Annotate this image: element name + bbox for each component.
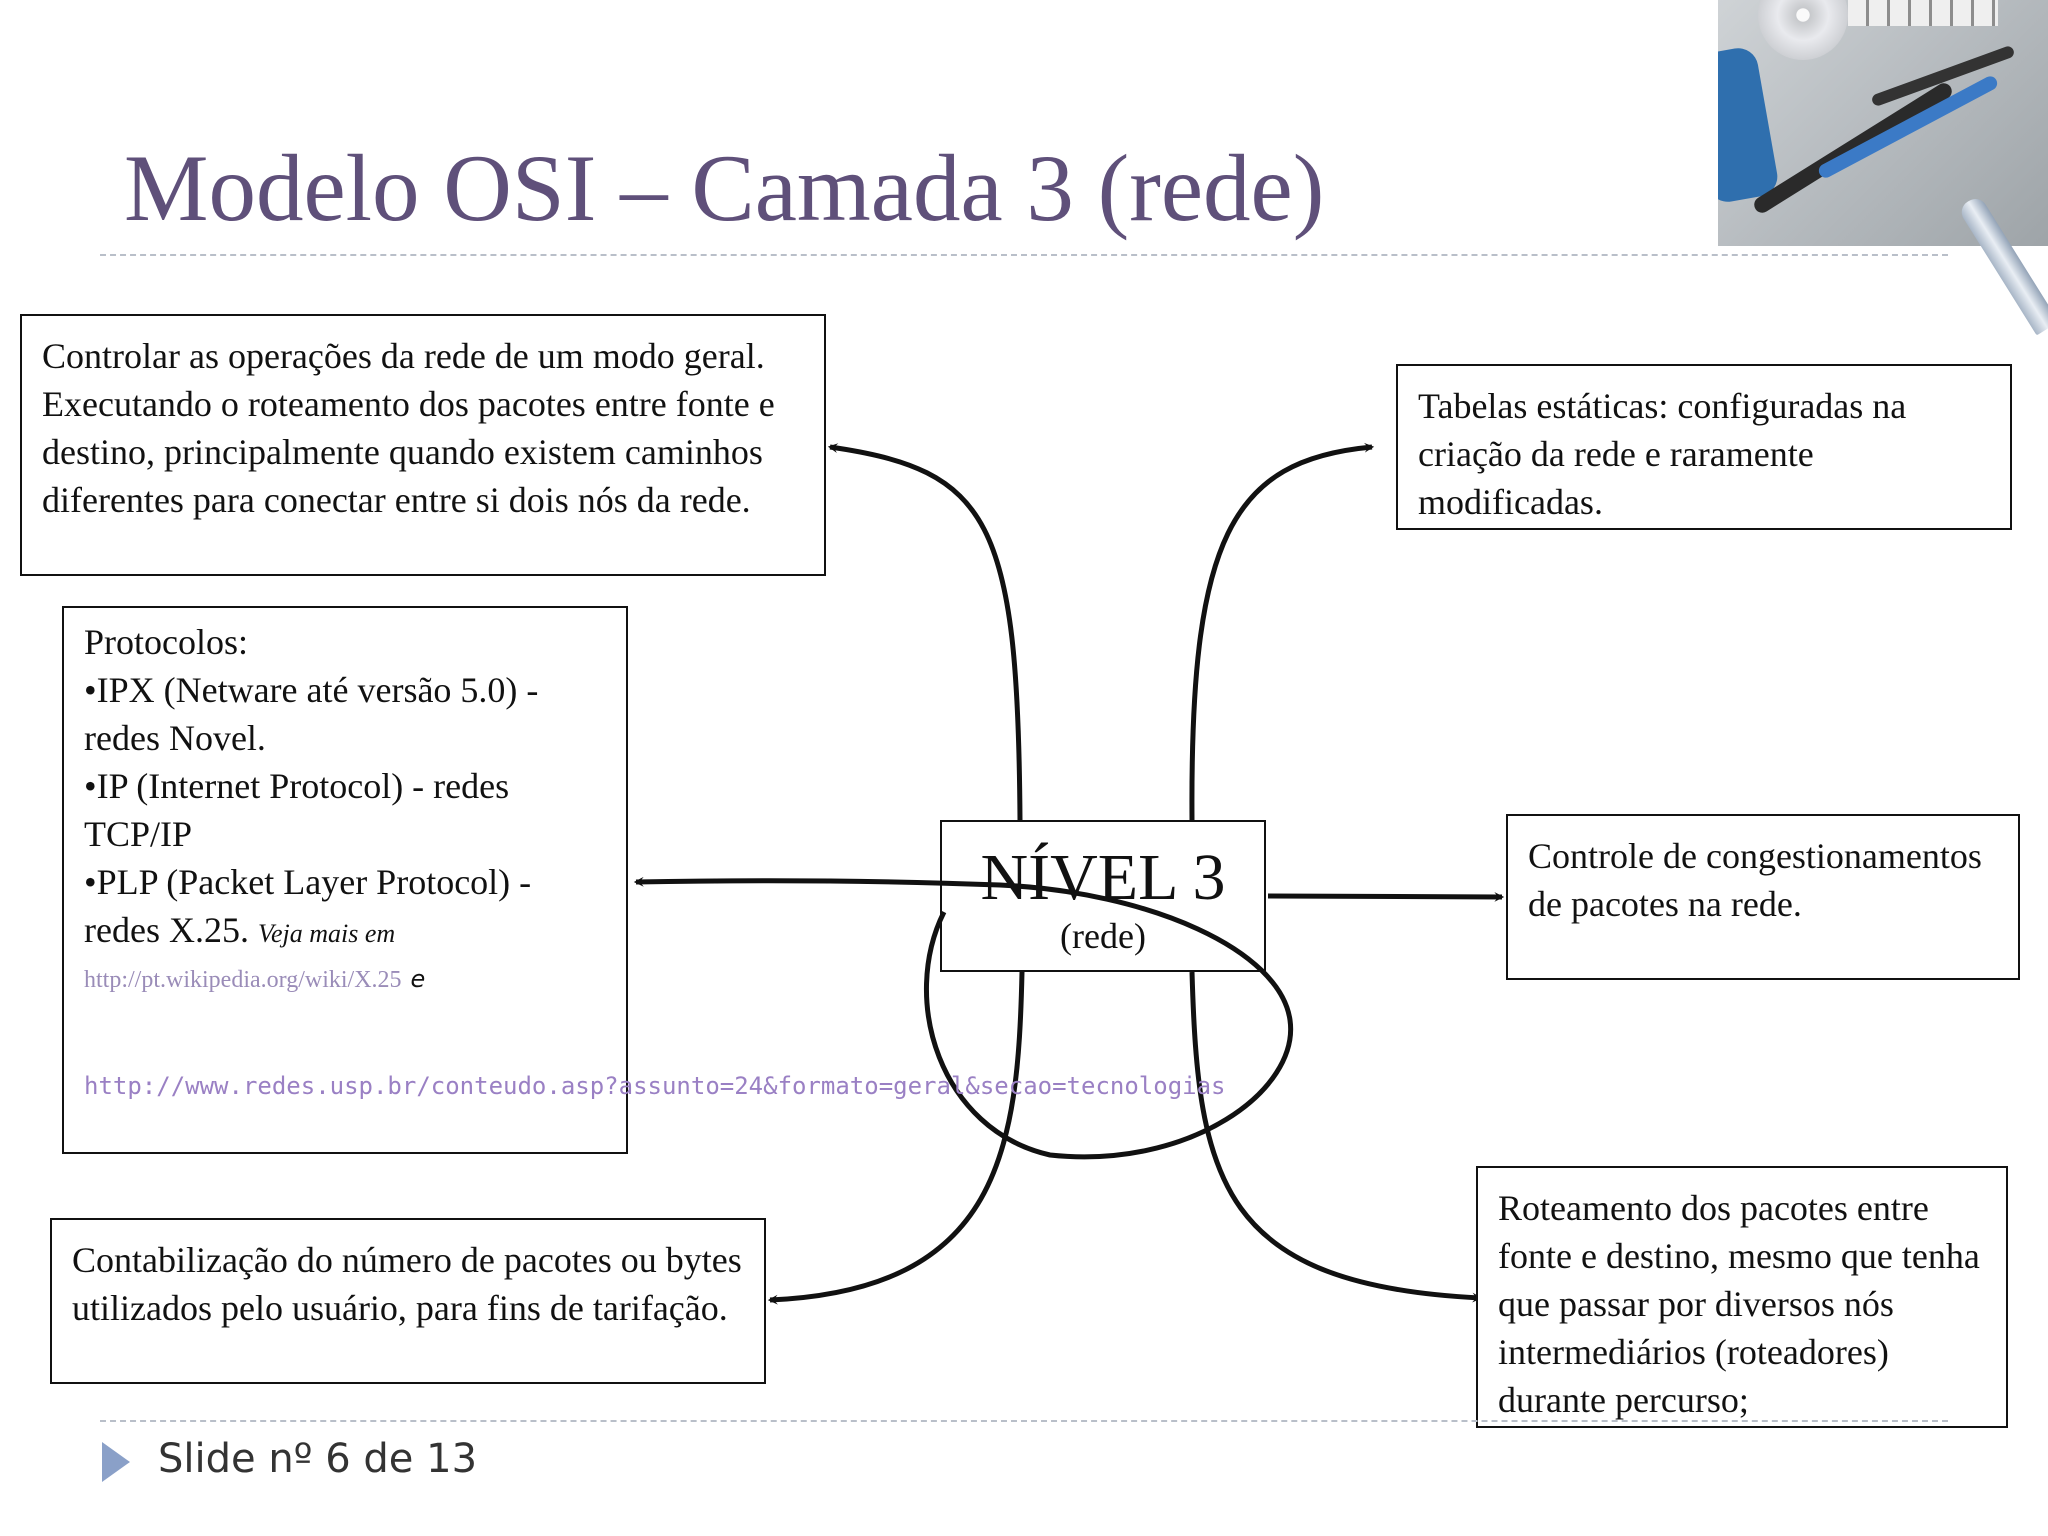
box-controlar: Controlar as operações da rede de um mod… (20, 314, 826, 576)
center-node: NÍVEL 3 (rede) (940, 820, 1266, 972)
box-roteamento: Roteamento dos pacotes entre fonte e des… (1476, 1166, 2008, 1428)
wikipedia-link[interactable]: http://pt.wikipedia.org/wiki/X.25 (84, 967, 402, 993)
protocolos-heading: Protocolos: (84, 622, 249, 662)
slide-title: Modelo OSI – Camada 3 (rede) (124, 135, 1325, 241)
box-contabilizacao: Contabilização do número de pacotes ou b… (50, 1218, 766, 1384)
protocolo-ip: •IP (Internet Protocol) - redes TCP/IP (84, 766, 510, 854)
box-roteamento-text: Roteamento dos pacotes entre fonte e des… (1498, 1188, 1980, 1420)
header-divider (100, 254, 1948, 256)
redes-usp-link[interactable]: http://www.redes.usp.br/conteudo.asp?ass… (84, 1072, 1226, 1100)
box-tabelas: Tabelas estáticas: configuradas na criaç… (1396, 364, 2012, 530)
veja-mais-label: Veja mais em (257, 919, 396, 948)
arrow-to-protocolos (633, 876, 1294, 1160)
box-contabilizacao-text: Contabilização do número de pacotes ou b… (72, 1240, 742, 1328)
box-controlar-text: Controlar as operações da rede de um mod… (42, 336, 775, 520)
box-controle-text: Controle de congestionamentos de pacotes… (1528, 836, 1982, 924)
arrow-to-tabelas (1189, 442, 1375, 821)
center-title: NÍVEL 3 (980, 841, 1226, 914)
slide-number: Slide nº 6 de 13 (158, 1436, 478, 1482)
box-controle: Controle de congestionamentos de pacotes… (1506, 814, 2020, 980)
box-protocolos: Protocolos: •IPX (Netware até versão 5.0… (62, 606, 628, 1154)
arrow-to-controlar (827, 443, 1023, 821)
tools-photo (1718, 0, 2048, 246)
box-tabelas-text: Tabelas estáticas: configuradas na criaç… (1418, 386, 1907, 522)
center-subtitle: (rede) (1060, 916, 1146, 956)
arrow-to-controle (1267, 892, 1505, 902)
arrow-to-roteamento (1189, 971, 1483, 1303)
footer-marker-icon (102, 1442, 130, 1482)
link-connector: e (410, 965, 426, 993)
footer-divider (100, 1420, 1948, 1422)
arrow-to-contabilizacao (767, 971, 1025, 1305)
protocolo-plp: •PLP (Packet Layer Protocol) - redes X.2… (84, 862, 532, 950)
protocolo-ipx: •IPX (Netware até versão 5.0) - redes No… (84, 670, 539, 758)
